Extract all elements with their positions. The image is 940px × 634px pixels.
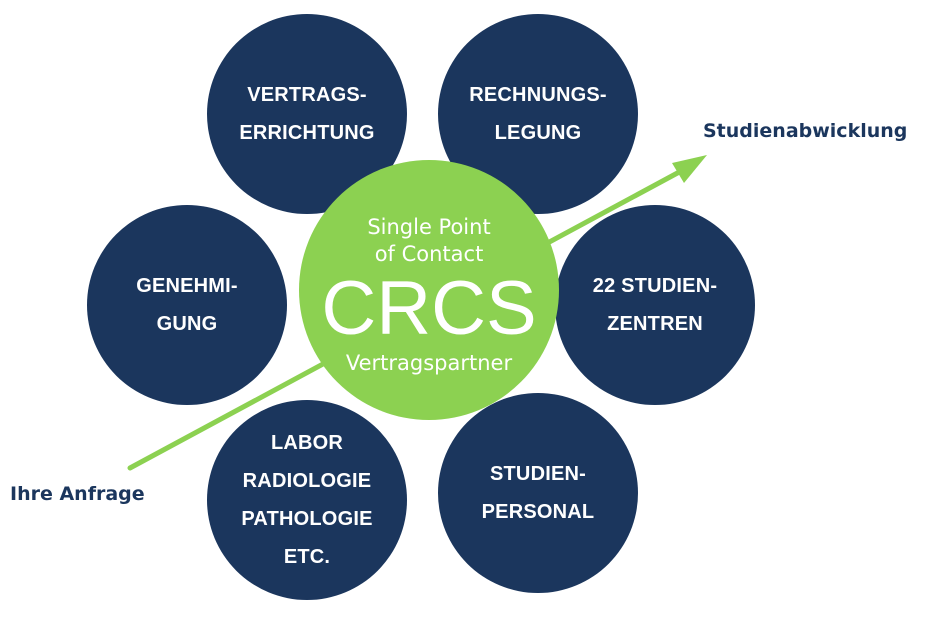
- center-line-1: Single Point: [367, 214, 491, 239]
- node-rechnungslegung: RECHNUNGS- LEGUNG: [438, 14, 638, 214]
- node-label-line: GENEHMI-: [136, 275, 238, 297]
- node-label-line: LEGUNG: [494, 122, 582, 144]
- node-label-line: VERTRAGS-: [247, 84, 367, 106]
- node-label-line: RADIOLOGIE: [242, 470, 372, 492]
- center-line-3: Vertragspartner: [345, 350, 513, 375]
- center-node-crcs: Single Point of Contact CRCS Vertragspar…: [299, 160, 559, 420]
- node-label-line: ZENTREN: [607, 313, 703, 335]
- arrow-end-label: Studienabwicklung: [703, 120, 908, 142]
- node-studienpersonal: STUDIEN- PERSONAL: [438, 393, 638, 593]
- node-label-line: LABOR: [270, 432, 344, 454]
- flow-arrow-head: [672, 155, 707, 183]
- arrow-start-label: Ihre Anfrage: [10, 483, 145, 505]
- node-genehmigung: GENEHMI- GUNG: [87, 205, 287, 405]
- node-label-line: PERSONAL: [481, 501, 595, 523]
- node-label-line: STUDIEN-: [489, 463, 587, 485]
- node-labor: LABOR RADIOLOGIE PATHOLOGIE ETC.: [207, 400, 407, 600]
- node-label-line: RECHNUNGS-: [469, 84, 607, 106]
- node-studienzentren: 22 STUDIEN- ZENTREN: [555, 205, 755, 405]
- center-title: CRCS: [321, 265, 537, 351]
- center-line-2: of Contact: [374, 241, 484, 266]
- node-label-line: GUNG: [156, 313, 218, 335]
- node-label-line: ERRICHTUNG: [239, 122, 375, 144]
- node-label-line: PATHOLOGIE: [241, 508, 373, 530]
- node-label-line: 22 STUDIEN-: [592, 275, 718, 297]
- node-label-line: ETC.: [283, 546, 331, 568]
